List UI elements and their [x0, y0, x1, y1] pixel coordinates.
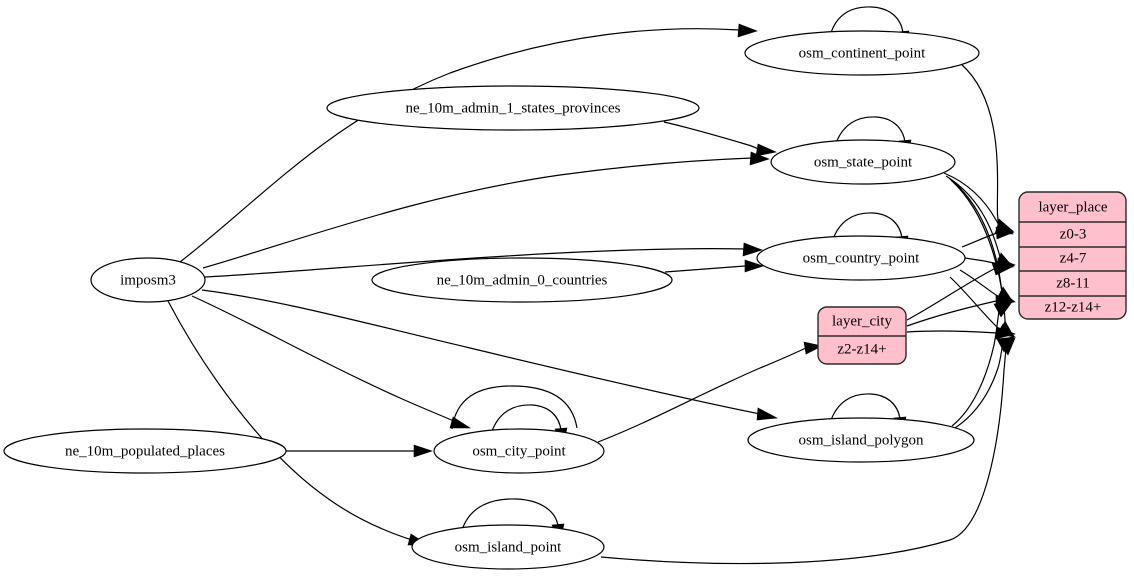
edge-ne-populated-to-osm-city-point — [286, 444, 433, 458]
node-imposm3[interactable]: imposm3 — [90, 257, 206, 303]
record-node-layer-place[interactable]: layer_place z0-3 z4-7 z8-11 z12-z14+ — [1018, 191, 1127, 320]
edge-imposm3-to-osm-state-point — [202, 151, 770, 269]
node-ne-10m-admin-0-countries[interactable]: ne_10m_admin_0_countries — [371, 257, 673, 303]
edge-imposm3-to-osm-island-polygon — [201, 289, 779, 421]
node-osm-continent-point[interactable]: osm_continent_point — [744, 30, 980, 76]
edge-layer-city-to-layer-place-z12 — [906, 326, 1016, 340]
edge-ne-countries-to-osm-country-point — [664, 259, 764, 273]
edge-osm-country-point-to-layer-place-z8-11 — [959, 269, 1016, 303]
edge-layer — [167, 6, 1016, 565]
layer-place-background — [1018, 191, 1127, 320]
node-ne-10m-admin-1-states-provinces[interactable]: ne_10m_admin_1_states_provinces — [326, 85, 700, 131]
edge-imposm3-to-osm-continent-point — [179, 23, 758, 263]
edge-layer-city-to-layer-place-z4-7 — [906, 262, 1016, 321]
edge-osm-country-point-to-layer-place-z0-3 — [961, 226, 1015, 248]
edge-imposm3-to-osm-city-point — [191, 295, 472, 429]
edge-ne-states-to-osm-state-point — [663, 121, 777, 157]
record-node-layer-city[interactable]: layer_city z2-z14+ — [817, 306, 907, 365]
edge-osm-island-point-to-layer-place-z12 — [600, 337, 1016, 565]
node-osm-island-polygon[interactable]: osm_island_polygon — [747, 417, 975, 463]
node-osm-island-point[interactable]: osm_island_point — [411, 524, 605, 570]
node-osm-state-point[interactable]: osm_state_point — [770, 139, 956, 185]
edge-outer-loop-osm-city-point — [451, 385, 578, 430]
node-ne-10m-populated-places[interactable]: ne_10m_populated_places — [3, 428, 287, 474]
edge-imposm3-to-osm-island-point — [167, 300, 430, 546]
edge-osm-island-polygon-to-layer-place-z8-11 — [951, 301, 1013, 427]
edge-osm-continent-point-to-layer-place-z0-3 — [960, 63, 1014, 234]
node-layer: imposm3 ne_10m_admin_1_states_provinces … — [3, 30, 980, 570]
edge-osm-state-point-to-layer-place-z8-11 — [948, 177, 1014, 303]
edge-imposm3-to-osm-country-point — [204, 242, 763, 278]
node-osm-country-point[interactable]: osm_country_point — [756, 235, 966, 281]
node-osm-city-point[interactable]: osm_city_point — [433, 428, 605, 474]
